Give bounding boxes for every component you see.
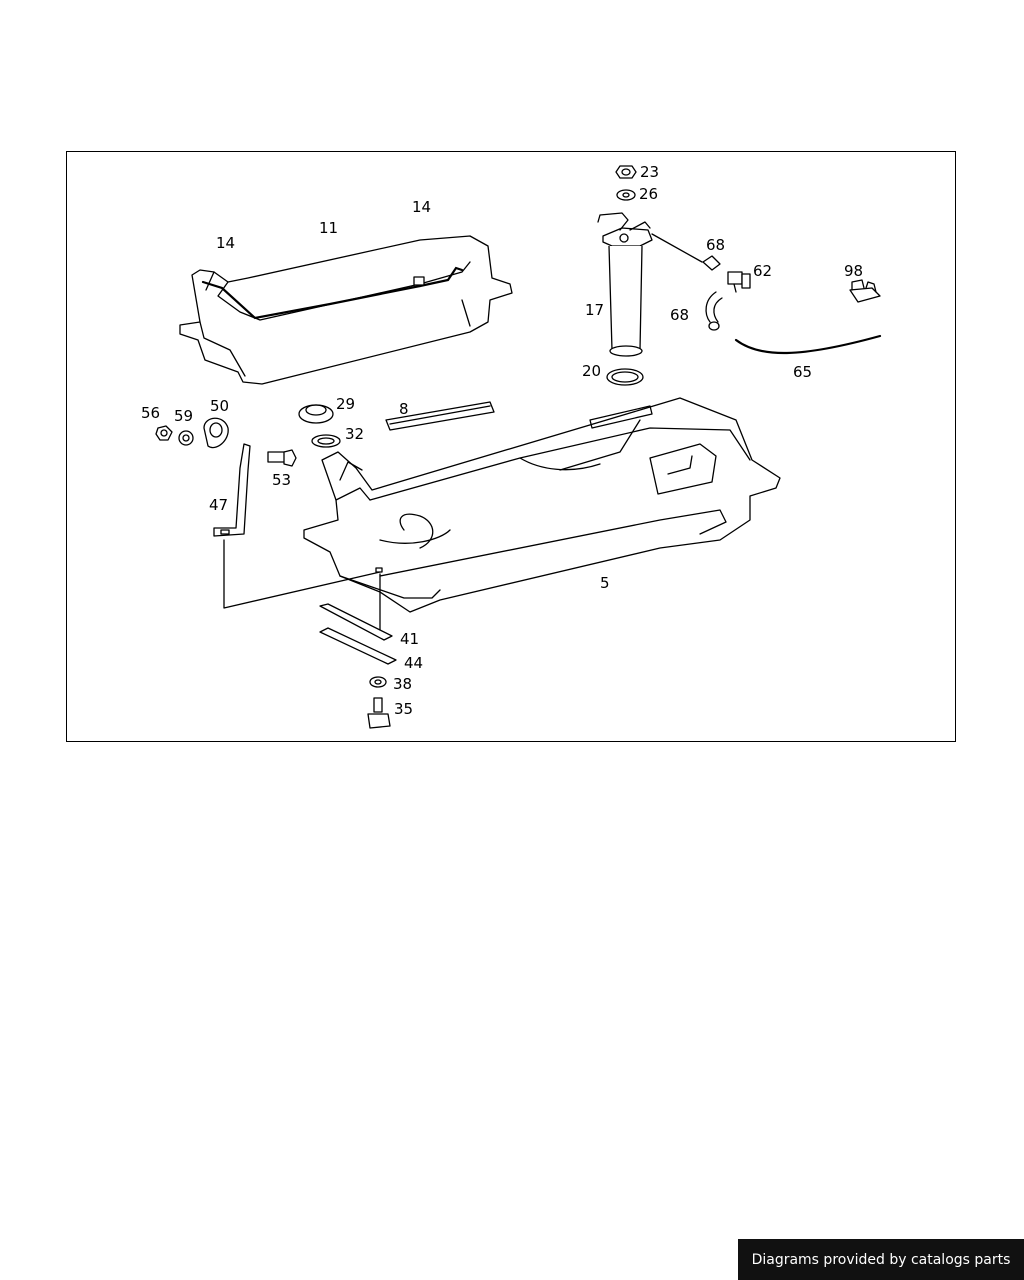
upper-tank-shell — [179, 235, 513, 385]
label-20: 20 — [582, 362, 601, 380]
washer-38 — [369, 676, 387, 688]
label-98: 98 — [844, 262, 863, 280]
grommet-29 — [298, 404, 334, 424]
label-17: 17 — [585, 301, 604, 319]
fuel-sender-unit — [597, 212, 703, 357]
label-29: 29 — [336, 395, 355, 413]
label-23: 23 — [640, 163, 659, 181]
label-47: 47 — [209, 496, 228, 514]
strip-8 — [385, 401, 495, 431]
label-35: 35 — [394, 700, 413, 718]
washer-26 — [616, 189, 636, 201]
strap-44 — [319, 627, 397, 665]
hose-68-upper — [702, 255, 721, 271]
label-68-upper: 68 — [706, 236, 725, 254]
fuel-line-65 — [734, 334, 882, 355]
label-56: 56 — [141, 404, 160, 422]
label-11: 11 — [319, 219, 338, 237]
nut-23 — [615, 165, 637, 179]
label-38: 38 — [393, 675, 412, 693]
label-50: 50 — [210, 397, 229, 415]
nut-56 — [155, 425, 173, 441]
label-65: 65 — [793, 363, 812, 381]
label-14-left: 14 — [216, 234, 235, 252]
label-41: 41 — [400, 630, 419, 648]
clip-98 — [849, 279, 881, 303]
label-59: 59 — [174, 407, 193, 425]
label-14-right: 14 — [412, 198, 431, 216]
label-44: 44 — [404, 654, 423, 672]
label-62: 62 — [753, 262, 772, 280]
bracket-47 — [213, 443, 251, 537]
credit-banner: Diagrams provided by catalogs parts — [738, 1239, 1024, 1280]
valve-62 — [727, 271, 751, 293]
ring-32 — [311, 434, 341, 448]
strap-41 — [319, 603, 393, 641]
main-fuel-tank — [303, 397, 781, 613]
mount-leaders — [223, 539, 381, 631]
washer-59 — [178, 430, 194, 446]
bolt-53 — [267, 449, 297, 467]
label-68-lower: 68 — [670, 306, 689, 324]
label-53: 53 — [272, 471, 291, 489]
label-5: 5 — [600, 574, 610, 592]
grommet-50 — [203, 417, 229, 449]
part-labels: 23 26 14 11 14 68 62 98 17 68 20 65 56 5… — [141, 163, 863, 718]
label-8: 8 — [399, 400, 409, 418]
label-26: 26 — [639, 185, 658, 203]
sealing-ring-20 — [606, 368, 644, 386]
label-32: 32 — [345, 425, 364, 443]
diagram-frame — [66, 151, 956, 742]
hose-68-lower — [705, 291, 723, 331]
bolt-35 — [367, 697, 391, 729]
